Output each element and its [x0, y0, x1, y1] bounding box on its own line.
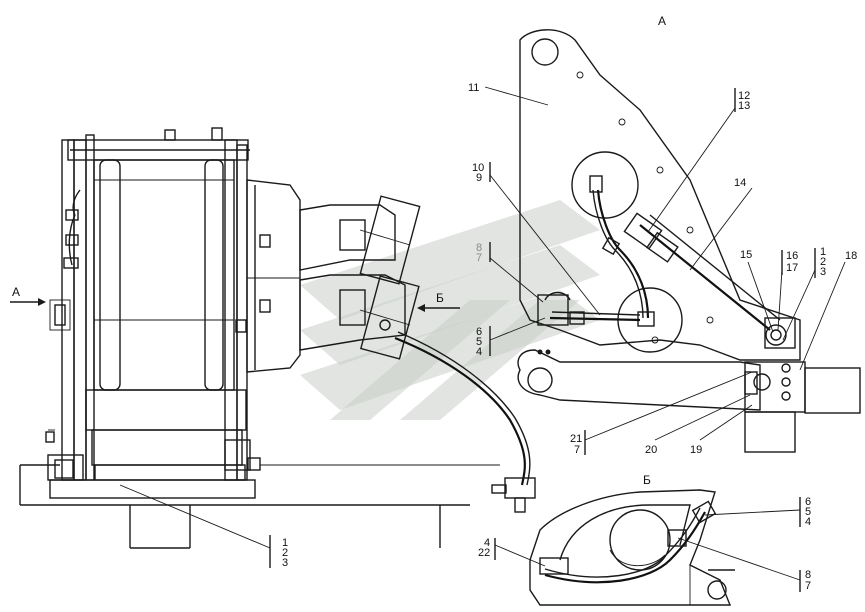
label-1-right: 1: [820, 246, 826, 258]
view-a-bracket: А: [517, 14, 861, 453]
label-20: 20: [645, 444, 657, 456]
label-9: 9: [476, 172, 482, 184]
label-6-view-b: 6: [805, 496, 811, 508]
label-3: 3: [282, 557, 288, 569]
view-a-title: А: [658, 14, 666, 28]
label-2: 2: [282, 547, 288, 559]
label-19: 19: [690, 444, 702, 456]
leader-lines: [119, 86, 846, 592]
view-b-detail: Б: [529, 473, 735, 606]
label-2-right: 2: [820, 256, 826, 268]
part-labels: 1 2 3 11 12 13 10 9 8 7 6 5 4 14 15 16 1…: [282, 82, 857, 592]
label-7-under-21: 7: [574, 444, 580, 456]
arrow-a-label: А: [12, 285, 20, 299]
label-5: 5: [476, 336, 482, 348]
label-4: 4: [476, 346, 482, 358]
label-22: 22: [478, 547, 490, 559]
view-b-title: Б: [643, 473, 651, 487]
label-18: 18: [845, 250, 857, 262]
label-12: 12: [738, 90, 750, 102]
view-arrow-b: Б: [417, 291, 460, 312]
label-16: 16: [786, 250, 798, 262]
label-8-view-b: 8: [805, 569, 811, 581]
label-4-view-b: 4: [805, 516, 811, 528]
label-21: 21: [570, 433, 582, 445]
watermark-logo: [300, 200, 600, 420]
label-7-view-b: 7: [805, 580, 811, 592]
label-15: 15: [740, 249, 752, 261]
label-5-view-b: 5: [805, 506, 811, 518]
label-11: 11: [468, 82, 479, 94]
view-arrow-a: А: [10, 285, 46, 306]
label-14: 14: [734, 177, 746, 189]
arrow-b-label: Б: [436, 291, 444, 305]
label-6: 6: [476, 326, 482, 338]
label-10: 10: [472, 162, 484, 174]
label-4-left-b: 4: [484, 537, 490, 549]
label-7-grey: 7: [476, 252, 482, 264]
winch-main-view: [19, 127, 536, 549]
label-13: 13: [738, 100, 750, 112]
label-17: 17: [786, 262, 798, 274]
label-3-right: 3: [820, 266, 826, 278]
label-8-grey: 8: [476, 242, 482, 254]
label-1: 1: [282, 537, 288, 549]
